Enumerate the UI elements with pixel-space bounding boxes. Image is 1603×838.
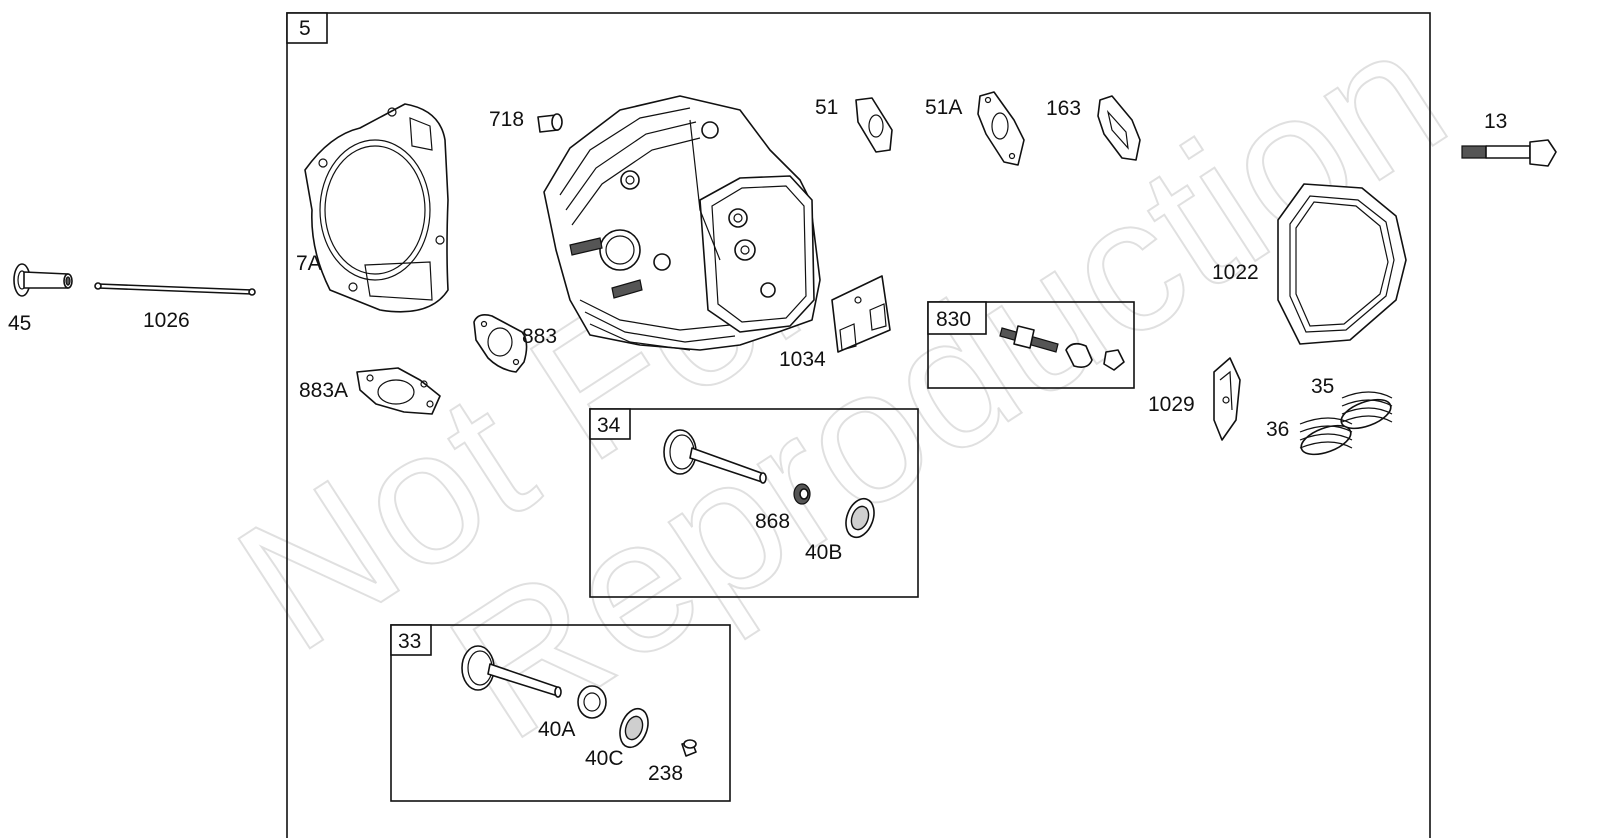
part-40A-rotator <box>577 685 607 719</box>
subassembly-830-frame <box>927 301 1135 389</box>
main-callout-label: 5 <box>299 17 311 40</box>
part-163-gasket <box>1097 95 1141 161</box>
part-1022-cover-gasket <box>1277 183 1407 345</box>
part-35-valve-spring <box>1340 391 1393 430</box>
main-frame <box>286 12 1431 838</box>
part-7A-head-gasket <box>304 103 449 313</box>
subassembly-33-callout-box <box>390 624 432 656</box>
cylinder-head-casting <box>543 95 821 351</box>
main-callout-box <box>286 12 328 44</box>
part-13-bolt <box>1461 139 1557 167</box>
part-883A-exhaust-gasket <box>356 367 441 415</box>
callout-35: 35 <box>1311 375 1334 398</box>
callout-40A: 40A <box>538 718 575 741</box>
subassembly-830-callout-box <box>927 301 987 335</box>
part-33-exhaust-valve <box>461 645 562 698</box>
callout-868: 868 <box>755 510 790 533</box>
callout-51A: 51A <box>925 96 962 119</box>
callout-1029: 1029 <box>1148 393 1195 416</box>
part-883-intake-gasket <box>473 314 528 373</box>
callout-883A: 883A <box>299 379 348 402</box>
callout-7A: 7A <box>296 252 322 275</box>
callout-40B: 40B <box>805 541 842 564</box>
part-51-gasket <box>855 97 893 153</box>
callout-1034: 1034 <box>779 348 826 371</box>
callout-238: 238 <box>648 762 683 785</box>
callout-13: 13 <box>1484 110 1507 133</box>
callout-45: 45 <box>8 312 31 335</box>
part-868-valve-seal <box>793 483 811 505</box>
callout-1026: 1026 <box>143 309 190 332</box>
part-830-breather-hardware <box>999 325 1125 371</box>
part-1034-deflector <box>831 275 891 353</box>
part-51A-gasket <box>977 91 1025 166</box>
part-238-valve-cap <box>681 739 697 757</box>
subassembly-34-label: 34 <box>597 414 621 437</box>
subassembly-33-frame <box>390 624 731 802</box>
callout-163: 163 <box>1046 97 1081 120</box>
subassembly-34-callout-box <box>589 408 631 440</box>
part-45-tappet <box>13 263 73 297</box>
part-36-valve-spring <box>1299 417 1353 456</box>
subassembly-33-label: 33 <box>398 630 421 653</box>
callout-36: 36 <box>1266 418 1289 441</box>
callout-51: 51 <box>815 96 838 119</box>
part-1026-pushrod <box>94 282 256 296</box>
part-40C-retainer <box>619 707 649 749</box>
part-34-intake-valve <box>663 429 767 484</box>
callout-40C: 40C <box>585 747 624 770</box>
part-1029-rocker-arm <box>1213 357 1241 441</box>
callout-718: 718 <box>489 108 524 131</box>
subassembly-830-label: 830 <box>936 308 971 331</box>
callout-1022: 1022 <box>1212 261 1259 284</box>
callout-883: 883 <box>522 325 557 348</box>
part-40B-retainer <box>845 497 875 539</box>
part-718-dowel-pin <box>537 113 563 133</box>
subassembly-34-frame <box>589 408 919 598</box>
